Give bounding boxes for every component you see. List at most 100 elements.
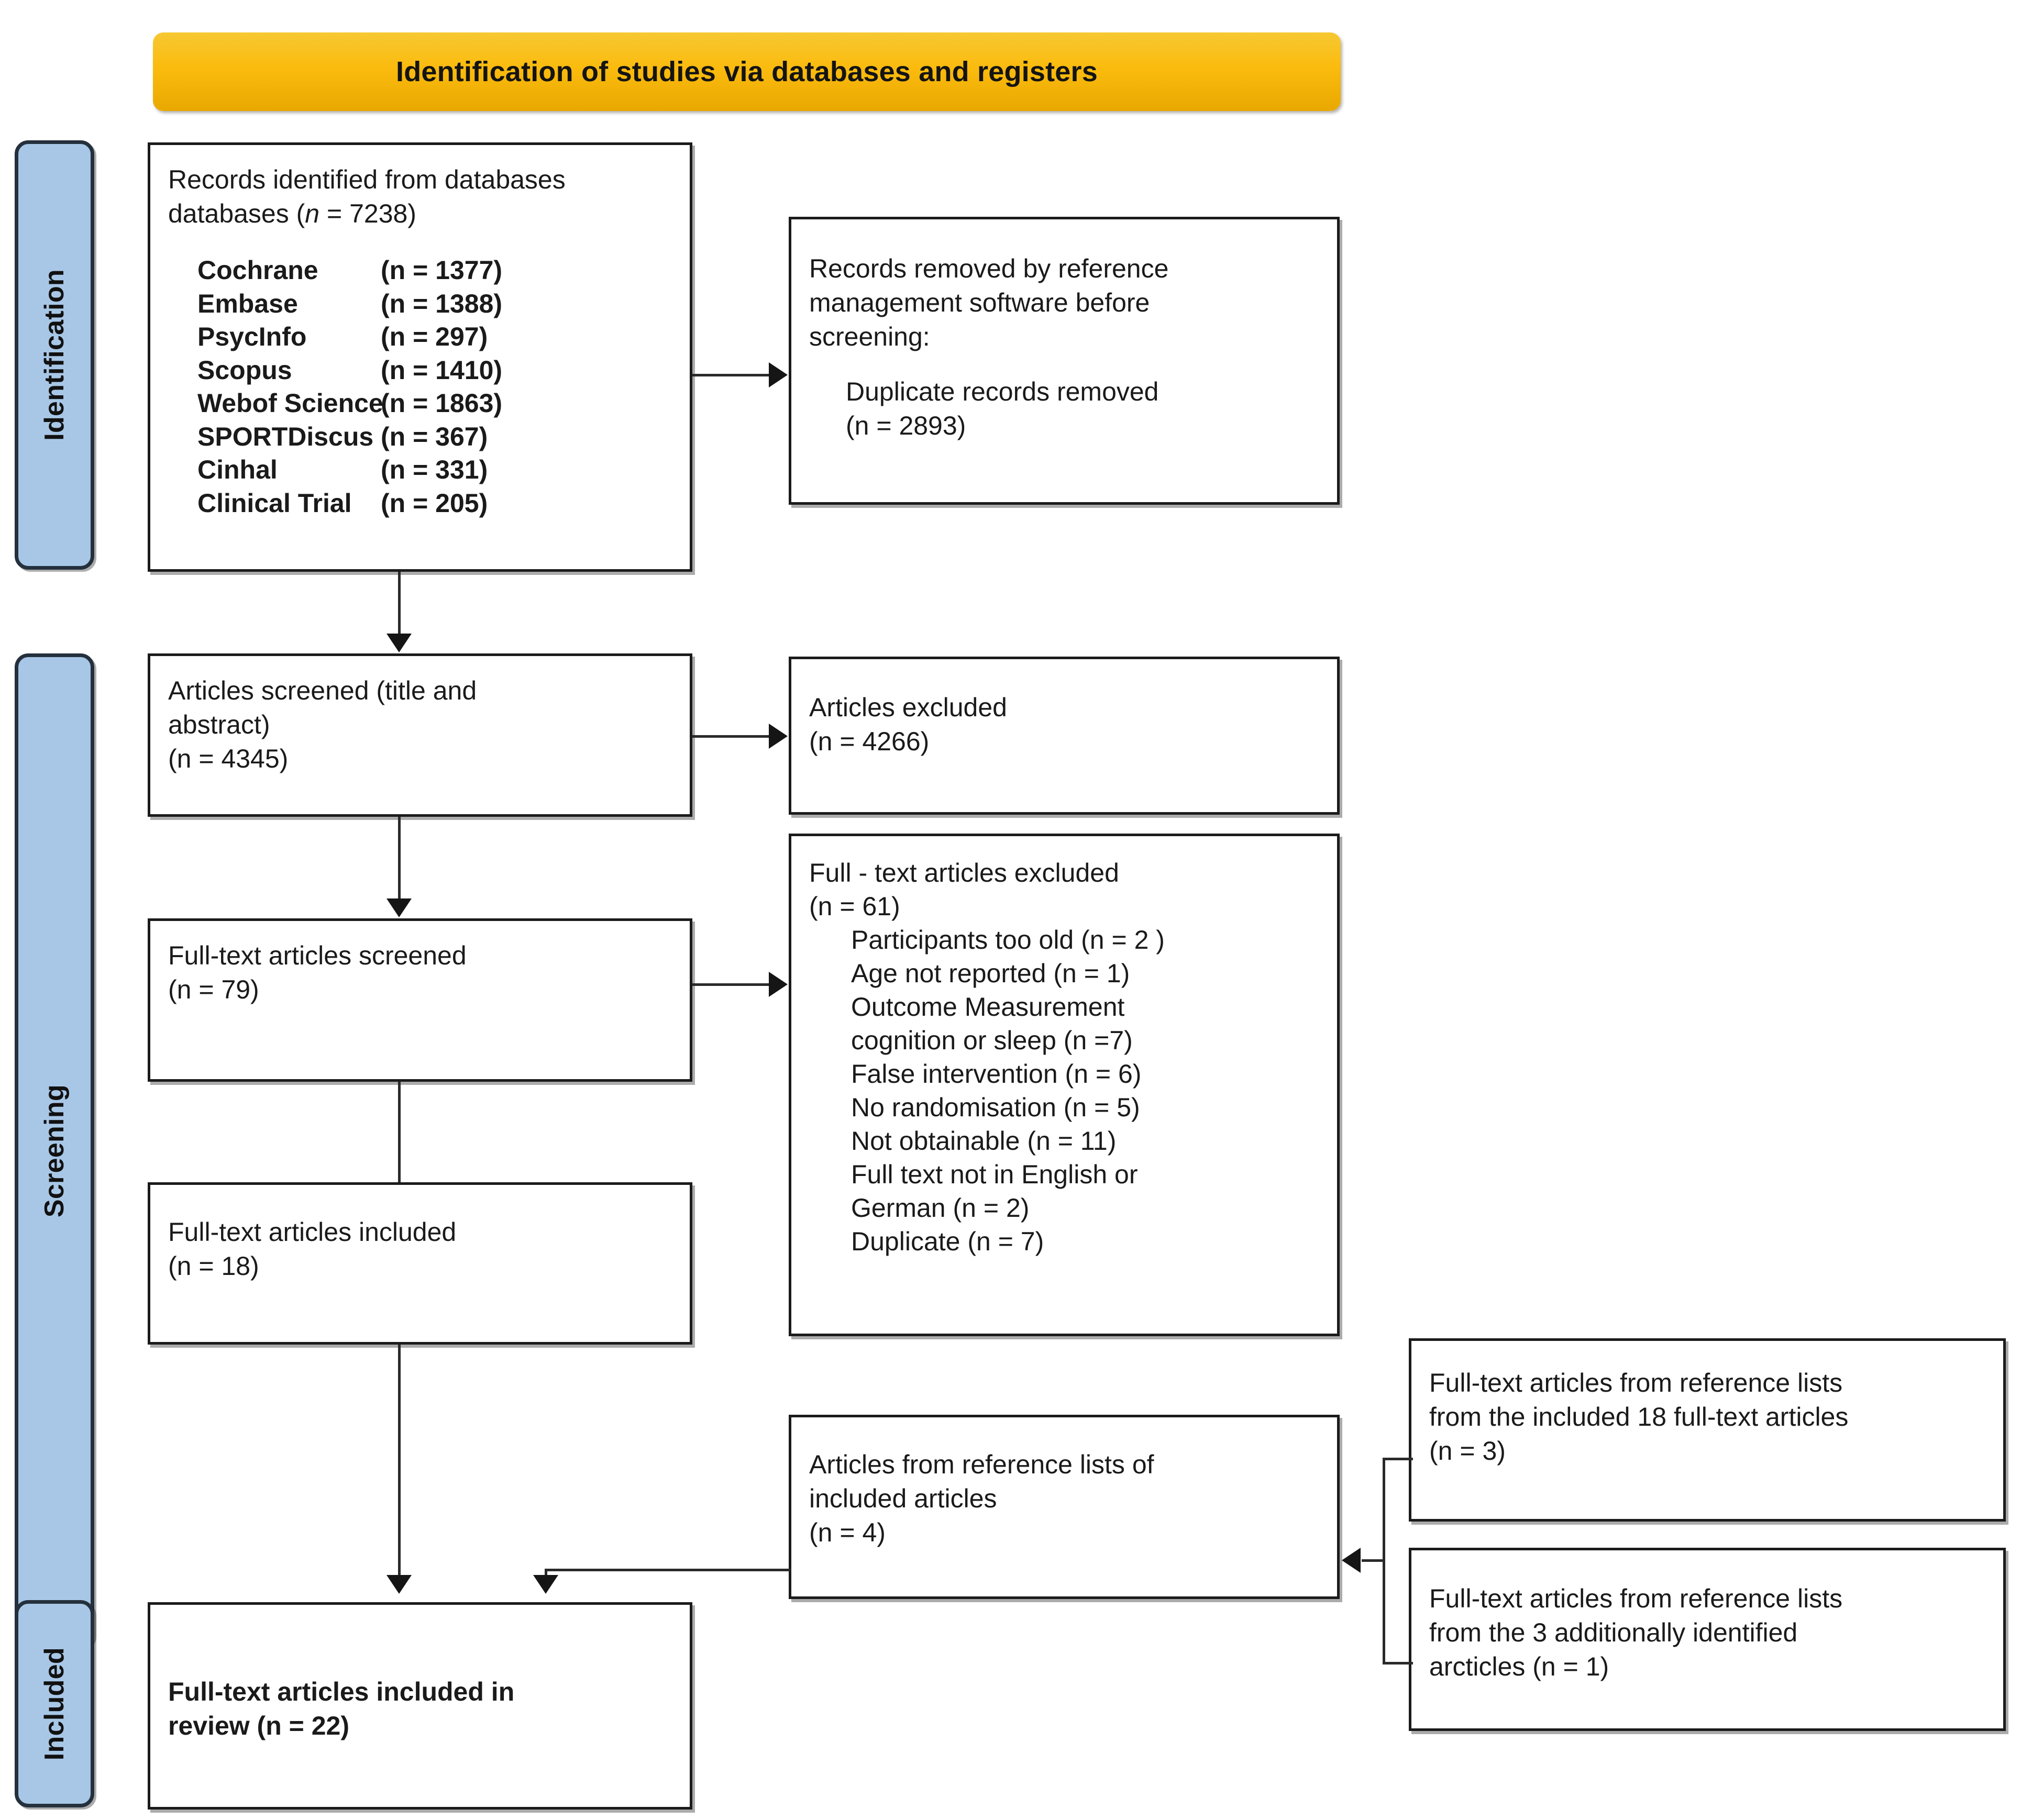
table-row: Cinhal (n = 331)	[197, 453, 674, 487]
records-removed-line3: screening:	[809, 322, 930, 351]
connector-bracket-top	[1383, 1458, 1413, 1460]
reflists-18-line2: from the included 18 full-text articles	[1429, 1402, 1849, 1431]
records-identified-line2-pre: databases (	[168, 199, 305, 228]
connector-identified-to-screened	[398, 572, 401, 636]
db-name: Cochrane	[197, 256, 318, 285]
connector-screened-to-fulltext	[398, 817, 401, 901]
box-final-included: Full-text articles included in review (n…	[148, 1602, 692, 1810]
records-removed-line1: Records removed by reference	[809, 254, 1169, 283]
arrowhead-right-fulltext-excluded	[769, 972, 788, 997]
db-name: SPORTDiscus	[197, 421, 374, 451]
fulltext-screened-line2: (n = 79)	[168, 975, 259, 1004]
arrowhead-down-final-left	[386, 1575, 412, 1594]
db-count: (n = 297)	[381, 322, 488, 351]
articles-reflists-line2: included articles	[809, 1484, 997, 1513]
table-row: SPORTDiscus (n = 367)	[197, 420, 674, 454]
fulltext-included-line2: (n = 18)	[168, 1251, 259, 1281]
arrowhead-down-fulltext-screened	[386, 898, 412, 917]
box-fulltext-screened: Full-text articles screened (n = 79)	[148, 918, 692, 1082]
db-count: (n = 331)	[381, 455, 488, 484]
final-included-line2: review (n = 22)	[168, 1711, 349, 1740]
arrowhead-left-reflists	[1342, 1548, 1361, 1573]
box-reflists-from-18-articles: Full-text articles from reference lists …	[1409, 1338, 2006, 1522]
box-articles-excluded: Articles excluded (n = 4266)	[789, 657, 1340, 815]
reflists-3-line3: arcticles (n = 1)	[1429, 1652, 1609, 1681]
connector-bracket-bottom	[1383, 1662, 1413, 1664]
phase-identification-text: Identification	[39, 269, 70, 441]
fulltext-included-line1: Full-text articles included	[168, 1217, 457, 1247]
final-included-line1: Full-text articles included in	[168, 1677, 515, 1706]
table-row: Scopus (n = 1410)	[197, 354, 674, 387]
connector-reflists-to-final-horizontal	[545, 1569, 791, 1571]
list-item: Duplicate (n = 7)	[851, 1227, 1044, 1256]
db-name: PsycInfo	[197, 322, 307, 351]
fulltext-screened-line1: Full-text articles screened	[168, 941, 467, 970]
box-fulltext-excluded: Full - text articles excluded (n = 61) P…	[789, 834, 1340, 1336]
banner-identification-header: Identification of studies via databases …	[153, 32, 1341, 111]
db-count: (n = 367)	[381, 421, 488, 451]
banner-title: Identification of studies via databases …	[396, 56, 1098, 87]
arrowhead-down-final-right	[533, 1575, 558, 1594]
fulltext-excluded-line2: (n = 61)	[809, 892, 900, 921]
records-identified-line2: databases (n = 7238)	[168, 197, 674, 231]
phase-included-text: Included	[39, 1647, 70, 1761]
db-name: Embase	[197, 288, 298, 318]
connector-screened-to-excluded	[692, 735, 770, 738]
fulltext-excluded-line1: Full - text articles excluded	[809, 858, 1119, 887]
table-row: PsycInfo (n = 297)	[197, 320, 674, 354]
box-fulltext-included: Full-text articles included (n = 18)	[148, 1182, 692, 1345]
phase-label-included: Included	[15, 1600, 94, 1807]
articles-screened-line1: Articles screened (title and	[168, 676, 477, 705]
list-item: False intervention (n = 6)	[851, 1059, 1142, 1089]
connector-fulltext-included-to-final	[398, 1345, 401, 1577]
box-reflists-from-3-articles: Full-text articles from reference lists …	[1409, 1548, 2006, 1731]
db-count: (n = 205)	[381, 488, 488, 518]
db-name: Cinhal	[197, 455, 278, 484]
records-identified-line1: Records identified from databases	[168, 165, 566, 194]
database-counts-table: Cochrane (n = 1377) Embase (n = 1388) Ps…	[197, 254, 674, 520]
articles-excluded-line2: (n = 4266)	[809, 727, 930, 756]
list-item: Age not reported (n = 1)	[851, 959, 1130, 988]
box-records-removed: Records removed by reference management …	[789, 217, 1340, 505]
articles-excluded-line1: Articles excluded	[809, 693, 1007, 722]
articles-reflists-line1: Articles from reference lists of	[809, 1450, 1154, 1479]
box-articles-from-reference-lists: Articles from reference lists of include…	[789, 1415, 1340, 1599]
list-item: German (n = 2)	[851, 1193, 1030, 1223]
reflists-3-line2: from the 3 additionally identified	[1429, 1618, 1798, 1647]
list-item: cognition or sleep (n =7)	[851, 1026, 1133, 1055]
records-removed-line2: management software before	[809, 288, 1150, 317]
phase-label-screening: Screening	[15, 653, 94, 1648]
list-item: Full text not in English or	[851, 1160, 1138, 1189]
articles-screened-line3: (n = 4345)	[168, 744, 289, 773]
connector-fulltext-screened-to-included	[398, 1082, 401, 1182]
connector-fulltext-screened-to-excluded	[692, 983, 770, 986]
records-removed-sub2: (n = 2893)	[846, 411, 966, 440]
articles-reflists-line3: (n = 4)	[809, 1518, 886, 1547]
table-row: Cochrane (n = 1377)	[197, 254, 674, 287]
db-count: (n = 1388)	[381, 288, 503, 318]
connector-bracket-to-reflists	[1362, 1559, 1385, 1562]
table-row: Embase (n = 1388)	[197, 287, 674, 321]
table-row: Webof Science (n = 1863)	[197, 387, 674, 420]
phase-screening-text: Screening	[39, 1084, 70, 1218]
records-identified-line2-n: n	[305, 199, 320, 228]
list-item: Participants too old (n = 2 )	[851, 925, 1165, 955]
arrowhead-right-removed	[769, 362, 788, 387]
db-name: Scopus	[197, 355, 292, 385]
records-removed-sub1: Duplicate records removed	[846, 377, 1159, 406]
table-row: Clinical Trial (n = 205)	[197, 487, 674, 520]
reflists-3-line1: Full-text articles from reference lists	[1429, 1584, 1843, 1613]
db-name: Webof Science	[197, 389, 383, 418]
db-name: Clinical Trial	[197, 488, 352, 518]
arrowhead-right-excluded	[769, 724, 788, 749]
box-records-identified: Records identified from databases databa…	[148, 142, 692, 572]
connector-identified-to-removed	[692, 374, 770, 376]
records-identified-line2-post: = 7238)	[319, 199, 416, 228]
phase-label-identification: Identification	[15, 140, 94, 570]
list-item: Not obtainable (n = 11)	[851, 1126, 1117, 1156]
db-count: (n = 1410)	[381, 355, 503, 385]
box-articles-screened: Articles screened (title and abstract) (…	[148, 653, 692, 817]
list-item: No randomisation (n = 5)	[851, 1093, 1140, 1122]
list-item: Outcome Measurement	[851, 992, 1125, 1022]
